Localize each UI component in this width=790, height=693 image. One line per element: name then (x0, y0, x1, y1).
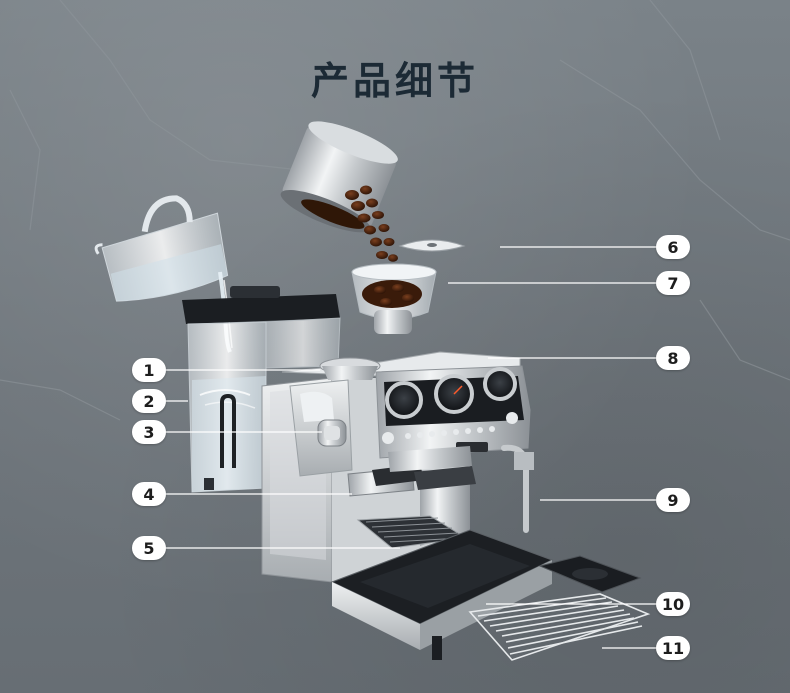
callout-badge-10: 10 (656, 592, 690, 616)
callout-badge-2: 2 (132, 389, 166, 413)
machine-body (261, 351, 642, 660)
chrome-rack (468, 593, 651, 661)
hopper-lid (398, 239, 466, 252)
bean-hopper (351, 263, 437, 334)
callout-badge-3: 3 (132, 420, 166, 444)
falling-coffee-beans (345, 185, 398, 272)
callout-badge-11: 11 (656, 636, 690, 660)
callout-badge-8: 8 (656, 346, 690, 370)
marble-veins (0, 0, 790, 421)
callout-badge-9: 9 (656, 488, 690, 512)
callout-badge-4: 4 (132, 482, 166, 506)
bean-container (280, 121, 398, 233)
water-tank (182, 286, 341, 493)
page-title: 产品细节 (310, 59, 479, 103)
callout-badge-6: 6 (656, 235, 690, 259)
callout-badge-1: 1 (132, 358, 166, 382)
water-jug (94, 195, 229, 302)
leader-lines (166, 246, 656, 649)
callout-badge-7: 7 (656, 271, 690, 295)
callout-badge-5: 5 (132, 536, 166, 560)
